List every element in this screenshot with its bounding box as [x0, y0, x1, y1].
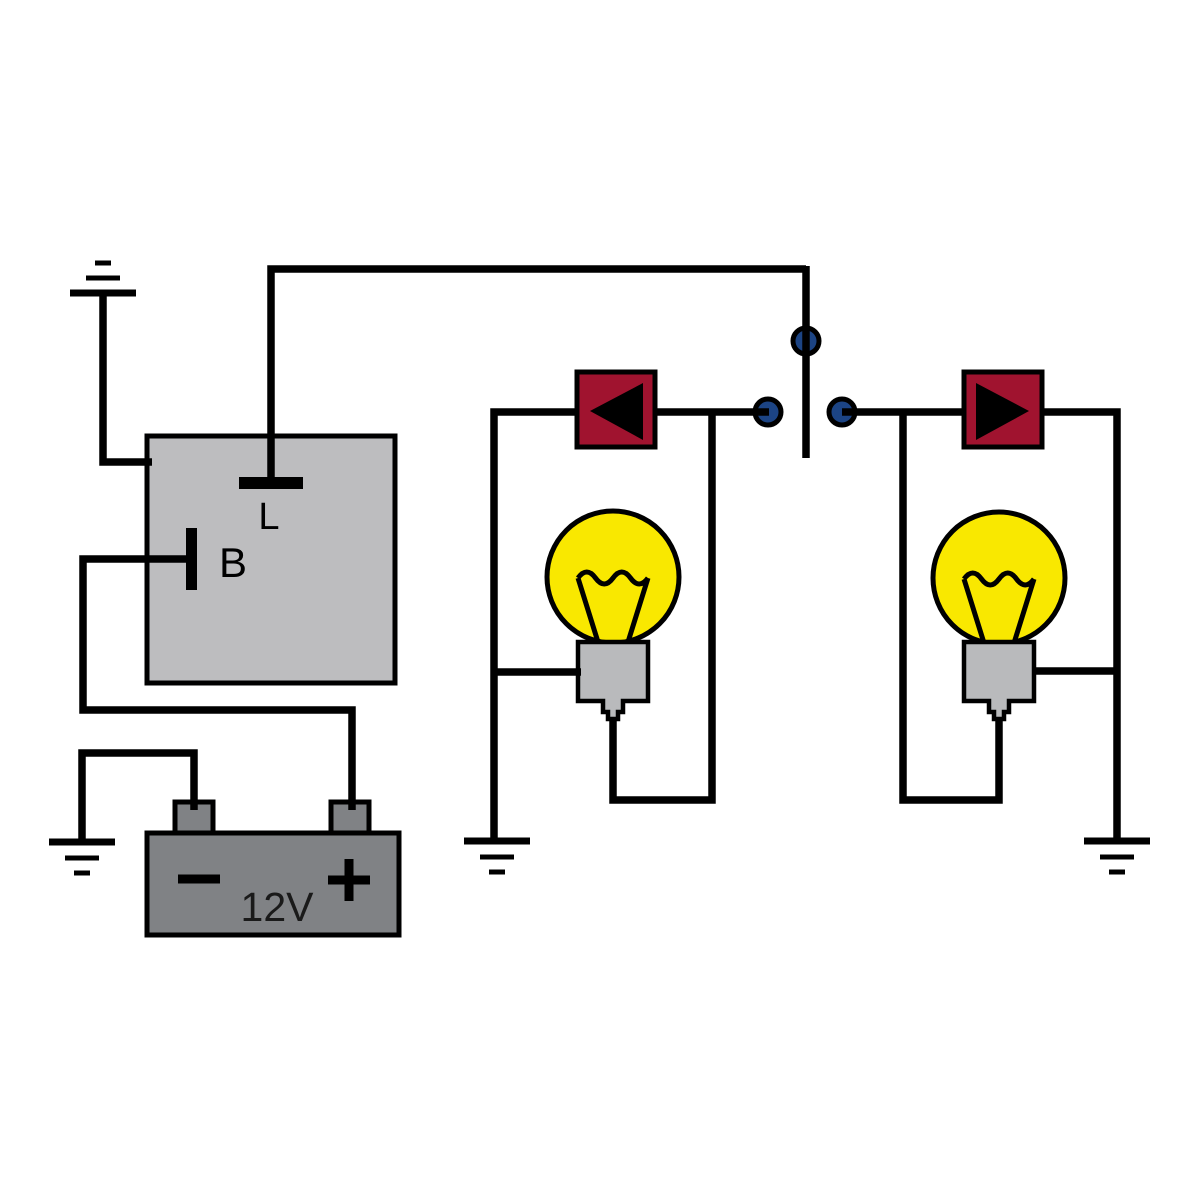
ground-symbol-left-bulb	[464, 837, 530, 875]
bulb-base-right	[961, 639, 1037, 722]
ground-symbol-right-bulb	[1084, 837, 1150, 875]
ground-symbol-relay	[70, 260, 136, 297]
turn-signal-bulb-left	[544, 508, 682, 722]
wire-relay-l-to-switch	[267, 265, 806, 487]
wire-right-contact-to-ground	[842, 408, 1121, 844]
right-arrow-icon	[976, 383, 1029, 440]
indicator-arrow-left	[574, 369, 658, 450]
battery-voltage-label: 12V	[241, 884, 315, 930]
turn-signal-bulb-right	[930, 509, 1068, 722]
indicator-arrow-right	[961, 369, 1045, 450]
bulb-base-left	[575, 639, 651, 722]
battery-plus-symbol	[328, 859, 370, 901]
wire-relay-b-to-battery-positive	[79, 555, 356, 810]
relay-terminal-label-b: B	[219, 539, 247, 586]
wire-right-bulb-center-contact	[899, 412, 1003, 804]
ground-symbol-battery	[49, 838, 115, 876]
relay-terminal-label-l: L	[258, 496, 279, 538]
wire-left-contact-to-ground	[490, 408, 769, 844]
left-arrow-icon	[590, 383, 643, 440]
wire-left-bulb-center-contact	[609, 412, 716, 804]
battery-12v: 12V	[144, 799, 402, 938]
relay-terminal-bar-b	[186, 528, 197, 590]
bulb-filament-right	[961, 570, 1037, 644]
wires	[78, 265, 1121, 844]
wire-battery-negative-to-ground	[78, 749, 198, 844]
wire-ground-to-relay-case	[99, 290, 152, 466]
bulb-filament-left	[575, 569, 651, 643]
